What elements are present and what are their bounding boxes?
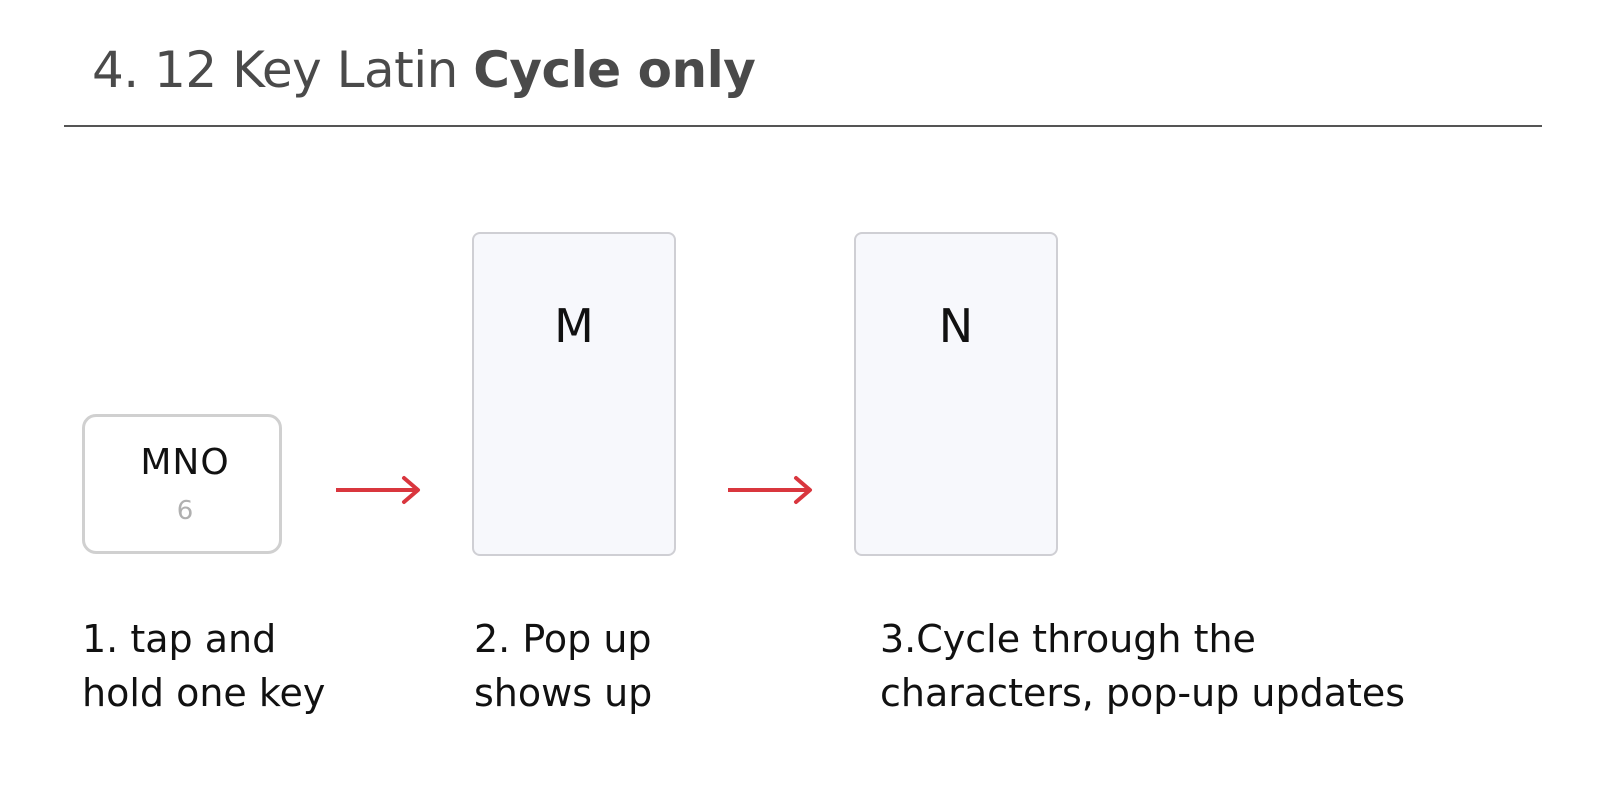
step-caption-line: shows up [474, 671, 653, 715]
step-caption-line: 2. Pop up [474, 617, 652, 661]
step-caption-line: hold one key [82, 671, 326, 715]
title-divider [64, 125, 1542, 127]
popup-preview-cycled: N [854, 232, 1058, 556]
popup-preview-first: M [472, 232, 676, 556]
title-bold: Cycle only [473, 41, 756, 99]
step-caption-2: 2. Pop up shows up [474, 612, 652, 720]
step-caption-3: 3.Cycle through the characters, pop-up u… [880, 612, 1405, 720]
step-caption-1: 1. tap and hold one key [82, 612, 325, 720]
step-caption-line: characters, pop-up updates [880, 671, 1406, 715]
arrow-right-icon [336, 476, 420, 504]
popup-character: M [554, 299, 594, 353]
step-caption-line: 3.Cycle through the [880, 617, 1256, 661]
arrow-right-icon [728, 476, 812, 504]
step-caption-line: 1. tap and [82, 617, 277, 661]
mno-key[interactable]: MNO 6 [82, 414, 282, 554]
title-regular: 4. 12 Key Latin [92, 41, 474, 99]
popup-character: N [938, 299, 974, 353]
key-letters: MNO [140, 442, 230, 483]
page-title: 4. 12 Key Latin Cycle only [92, 38, 756, 102]
key-digit: 6 [176, 496, 194, 526]
